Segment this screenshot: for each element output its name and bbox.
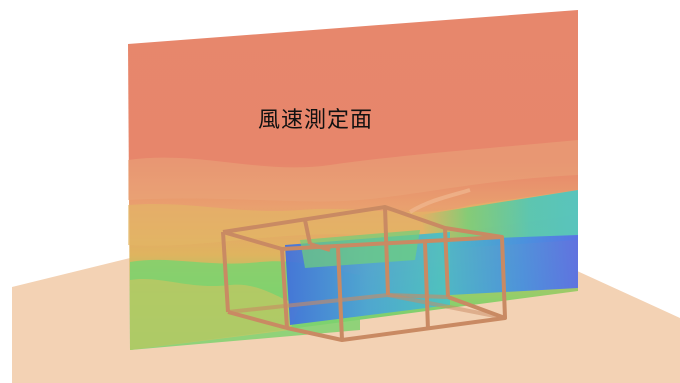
wake-region-lower	[440, 235, 578, 295]
jet-streak	[408, 188, 471, 214]
ground-flow-highlight	[130, 278, 300, 350]
wake-region	[420, 190, 578, 250]
velocity-streaks	[128, 140, 578, 202]
velocity-streaks-lower	[128, 190, 578, 246]
box-inner-green	[300, 230, 420, 268]
measurement-plane-label: 風速測定面	[258, 108, 374, 133]
box-frame-front	[222, 226, 507, 342]
